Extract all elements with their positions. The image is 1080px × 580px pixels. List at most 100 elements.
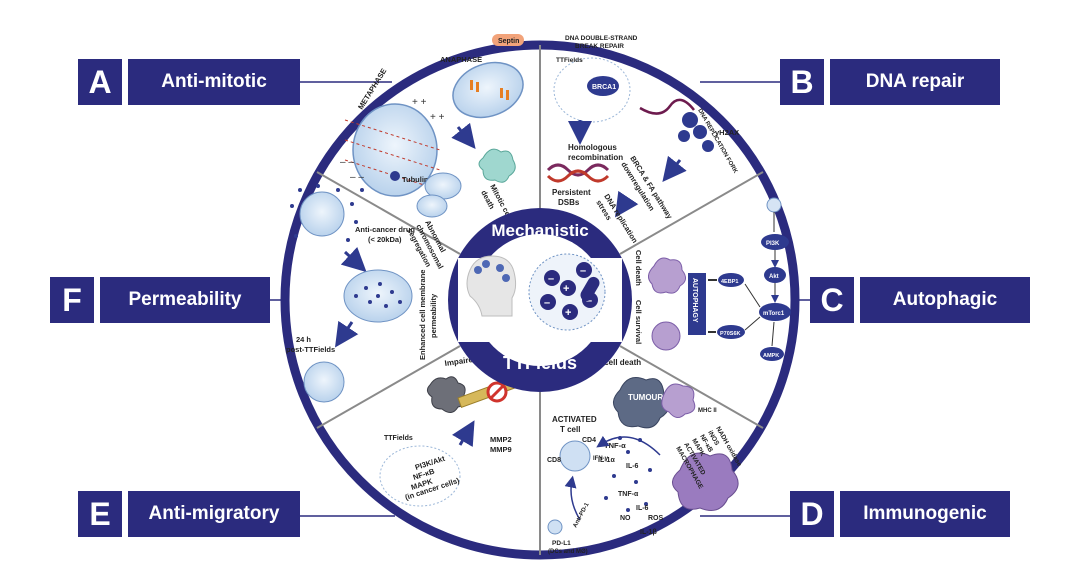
e-cell-outline (379, 445, 461, 507)
arrow-f1 (340, 246, 367, 273)
hr-line2: recombination (568, 153, 623, 162)
stop-icon-slash (489, 384, 505, 400)
svg-text:–: – (544, 297, 550, 309)
label-f-letter: F (50, 277, 94, 323)
anaphase-label: ANAPHASE (440, 55, 482, 64)
akt-label: Akt (769, 274, 779, 280)
arrow-b2 (662, 155, 687, 183)
mtorc1-label: mTorc1 (763, 311, 785, 317)
c-line6 (771, 321, 775, 347)
label-e-text: Anti-migratory (128, 491, 300, 537)
pd1-cell (547, 519, 563, 535)
pdl1-line2: (DCs and MØ) (548, 549, 588, 555)
divider-lower-left (316, 345, 461, 429)
center-title-line2: basis of (508, 239, 573, 258)
il1b-label: IL-1β (640, 529, 657, 536)
sector-d: Immunogenic cell death TUMOUR ACTIVATED … (547, 358, 743, 555)
label-e: E Anti-migratory (78, 491, 300, 537)
enh-line2: permeability (429, 293, 438, 338)
pi3k-node (761, 234, 789, 250)
t-cell (559, 440, 591, 472)
ifn-label: IFN-γ (593, 456, 609, 462)
cell-death-cell (648, 257, 686, 294)
label-c-letter: C (810, 277, 854, 323)
svg-text:+: + (563, 283, 569, 295)
label-f-text: Permeability (100, 277, 270, 323)
arrow-d1 (596, 435, 661, 456)
p70s6k-label: P70S6K (720, 331, 741, 337)
tubulin-label: Tubulin dimer (402, 175, 451, 184)
cd8-label: CD8 (547, 457, 561, 464)
label-d-text: Immunogenic (840, 491, 1010, 537)
p70s6k-node (717, 325, 745, 339)
receptor-circle (766, 197, 782, 213)
enh-line1: Enhanced cell membrane (418, 270, 427, 360)
label-c: C Autophagic (810, 277, 1030, 323)
no-label: NO (620, 515, 631, 522)
cd4-label: CD4 (582, 437, 596, 444)
label-d-letter: D (790, 491, 834, 537)
anaphase-cell (452, 61, 524, 119)
post-line1: 24 h (296, 335, 311, 344)
arrow-e1 (452, 420, 475, 448)
divider-lower-right (619, 345, 764, 429)
dendritic-cell (661, 383, 696, 418)
arrow-b3 (615, 190, 639, 218)
h2ax-label: γH2AX (715, 128, 739, 137)
label-a-text: Anti-mitotic (128, 59, 300, 105)
tumour-label: TUMOUR (628, 393, 663, 402)
svg-text:–: – (580, 265, 586, 277)
cell-survival-cell (651, 321, 681, 351)
svg-text:+ +: + + (412, 97, 427, 108)
ampk-label: AMPK (763, 353, 779, 359)
brca1-blob (587, 76, 619, 96)
charge-marks: + ++ + – –– – (340, 97, 445, 183)
drug-dots-outside (290, 184, 364, 242)
macrophage-cell (672, 452, 739, 511)
center-title-line1: Mechanistic (491, 221, 588, 240)
sector-c: PI3K Akt mTorc1 AMPK 4EBP1 P70S6K AUTOPH… (634, 197, 791, 361)
mhc-label: MHC II (698, 408, 717, 414)
dna-helix-1 (546, 163, 610, 177)
charge-particles: – + – – + – (540, 262, 600, 320)
svg-text:– –: – – (340, 157, 354, 168)
pi3k-label: PI3K (766, 241, 780, 247)
mmp9-label: MMP9 (490, 445, 512, 454)
il6b-label: IL-6 (636, 505, 649, 512)
sector-dividers (316, 45, 764, 555)
il6-label: IL-6 (626, 463, 639, 470)
persistent-line1: Persistent (552, 188, 591, 197)
ebp1-label: 4EBP1 (721, 279, 738, 285)
arrow-a1 (451, 122, 476, 150)
il1a-label: IL-1α (598, 457, 615, 464)
b-cell-outline (553, 57, 631, 123)
abnormal-cell-2 (416, 194, 448, 218)
c-line5 (744, 316, 761, 331)
divider-upper-right (619, 171, 764, 255)
akt-node (764, 267, 786, 283)
persistent-line2: DSBs (558, 198, 580, 207)
activated-t-line1: ACTIVATED (552, 415, 597, 424)
divider-upper-left (316, 171, 461, 255)
label-a: A Anti-mitotic (78, 59, 300, 105)
arrow-f2 (335, 320, 359, 348)
drug-dots-inside (354, 282, 402, 308)
ampk-node (760, 347, 784, 361)
label-e-letter: E (78, 491, 122, 537)
brca1-label: BRCA1 (592, 84, 616, 91)
autophagy-label: AUTOPHAGY (691, 278, 698, 323)
tubulin-dimer-dot (390, 171, 400, 181)
drug-line1: Anti-cancer drug (355, 225, 415, 234)
f-cell-before (299, 191, 345, 237)
anaphase-chromosomes (470, 80, 509, 100)
mitotic-death-cell (478, 148, 516, 183)
sector-f: Anti-cancer drug (< 20kDa) 24 h post-TTF… (286, 184, 438, 403)
svg-text:–: – (586, 295, 592, 307)
dsb-line1: DNA DOUBLE-STRAND (565, 35, 638, 42)
b-ttfields-label: TTFields (556, 57, 583, 64)
replication-fork (639, 98, 695, 115)
label-f: F Permeability (50, 277, 270, 323)
ebp1-node (718, 273, 744, 287)
ros-label: ROS (648, 515, 664, 522)
